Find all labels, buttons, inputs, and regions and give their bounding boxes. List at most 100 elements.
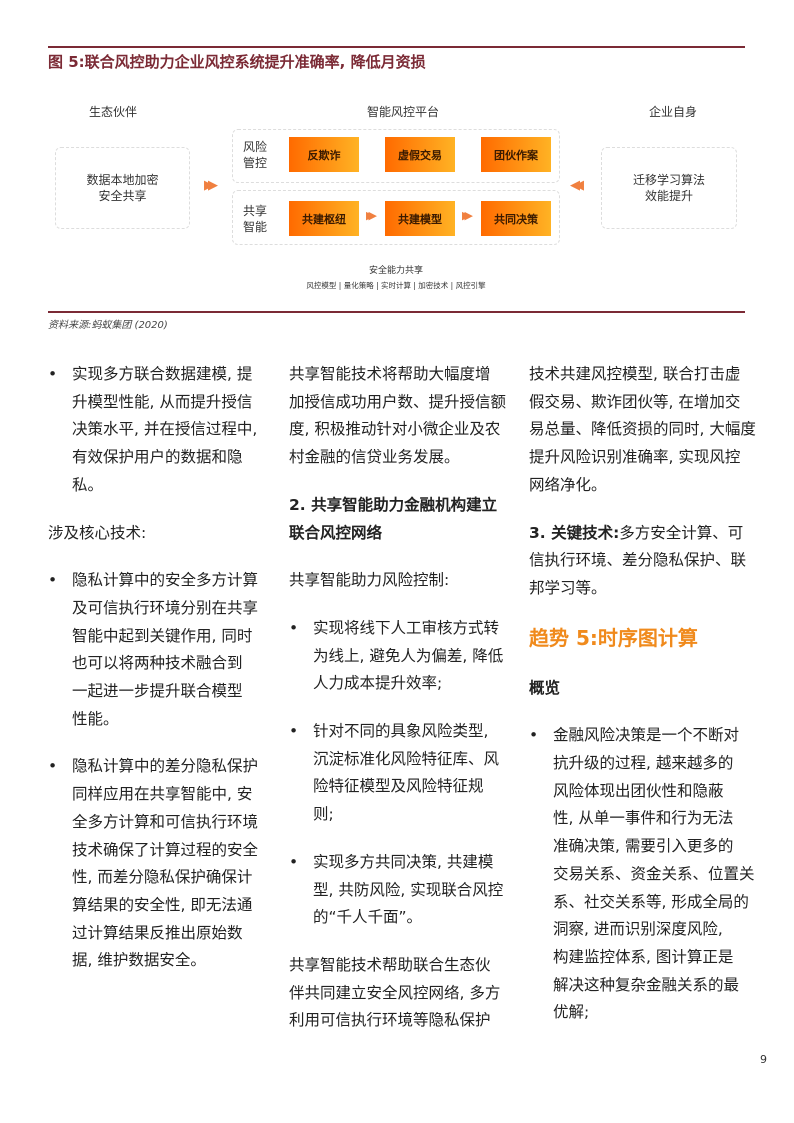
text-line: 隐私计算中的安全多方计算 xyxy=(72,571,259,590)
text-line: 性, 而差分隐私保护确保计 xyxy=(72,868,253,887)
text-line: 沉淀标准化风险特征库、风 xyxy=(313,749,500,768)
double-arrow-right-icon: ▶▶ xyxy=(366,209,377,222)
text-line: 优解; xyxy=(553,1003,590,1022)
text-line: 人力成本提升效率; xyxy=(313,674,443,693)
text-line: 共享智能助力风险控制: xyxy=(289,571,450,590)
text-line: 趋势 5:时序图计算 xyxy=(529,625,698,650)
text-line: 洞察, 进而识别深度风险, xyxy=(553,920,723,939)
section-title: 趋势 5:时序图计算 xyxy=(529,623,749,653)
text-line: 网络净化。 xyxy=(529,475,607,494)
text-line: 性能。 xyxy=(72,709,119,728)
risk-row-label-line: 风险 xyxy=(243,140,268,154)
paragraph: 共享智能技术将帮助大幅度增加授信成功用户数、提升授信额度, 积极推动针对小微企业… xyxy=(289,361,509,472)
top-rule xyxy=(48,46,745,48)
text-line: 村金融的信贷业务发展。 xyxy=(289,448,460,467)
text-line: 实现将线下人工审核方式转 xyxy=(313,618,500,637)
text-line: 型, 共防风险, 实现联合风控 xyxy=(313,880,504,899)
text-line: 及可信执行环境分别在共享 xyxy=(72,598,259,617)
text-line: 则; xyxy=(313,805,334,824)
text-line: 隐私计算中的差分隐私保护 xyxy=(72,757,259,776)
paragraph: 共享智能助力风险控制: xyxy=(289,567,509,595)
text-line: 涉及核心技术: xyxy=(48,523,147,542)
text-line: 技术确保了计算过程的安全 xyxy=(72,840,259,859)
double-arrow-left-icon: ◀◀ xyxy=(570,178,584,193)
text-line: 系、社交关系等, 形成全局的 xyxy=(553,892,749,911)
text-line: 技术共建风控模型, 联合打击虚 xyxy=(529,365,741,383)
risk-item-gang-crime: 团伙作案 xyxy=(481,137,551,172)
risk-item-fake-trade: 虚假交易 xyxy=(385,137,455,172)
platform-label: 智能风控平台 xyxy=(366,105,440,119)
text-line: 金融风险决策是一个不断对 xyxy=(553,726,740,745)
text-line: 为线上, 避免人为偏差, 降低 xyxy=(313,646,504,665)
section-heading: 概览 xyxy=(529,675,749,703)
paragraph: 3. 关键技术:多方安全计算、可信执行环境、差分隐私保护、联邦学习等。 xyxy=(529,520,749,603)
text-line: 抗升级的过程, 越来越多的 xyxy=(553,754,734,773)
text-line: 构建监控体系, 图计算正是 xyxy=(553,947,734,966)
paragraph: 技术共建风控模型, 联合打击虚假交易、欺诈团伙等, 在增加交易总量、降低资损的同… xyxy=(529,361,756,500)
text-line: 加授信成功用户数、提升授信额 xyxy=(289,392,507,411)
text-line: 假交易、欺诈团伙等, 在增加交 xyxy=(529,392,741,411)
partner-box-line: 安全共享 xyxy=(98,189,147,203)
text-column-3: 技术共建风控模型, 联合打击虚假交易、欺诈团伙等, 在增加交易总量、降低资损的同… xyxy=(529,361,756,1047)
bottom-rule xyxy=(48,311,745,313)
text-line: 3. 关键技术:多方安全计算、可 xyxy=(529,520,749,548)
text-line: 共享智能技术帮助联合生态伙 xyxy=(289,955,491,974)
double-arrow-right-icon: ▶▶ xyxy=(204,178,218,193)
share-row-label-line: 共享 xyxy=(243,204,268,218)
paragraph: 共享智能技术帮助联合生态伙伴共同建立安全风控网络, 多方利用可信执行环境等隐私保… xyxy=(289,952,509,1035)
text-line: 过计算结果反推出原始数 xyxy=(72,923,243,942)
text-line: 全多方计算和可信执行环境 xyxy=(72,812,259,831)
capability-items: 风控模型 | 量化策略 | 实时计算 | 加密技术 | 风控引擎 xyxy=(306,281,486,290)
text-line: 险特征模型及风险特征规 xyxy=(313,777,484,796)
share-row-label: 共享智能 xyxy=(243,203,267,235)
section-heading: 2. 共享智能助力金融机构建立联合风控网络 xyxy=(289,492,509,547)
shared-intelligence-row xyxy=(232,190,560,245)
risk-item-anti-fraud: 反欺诈 xyxy=(289,137,359,172)
text-line: 联合风控网络 xyxy=(289,523,383,542)
text-line: 升模型性能, 从而提升授信 xyxy=(72,392,253,411)
text-line: 解决这种复杂金融关系的最 xyxy=(553,975,740,994)
text-line: 的“千人千面”。 xyxy=(313,908,423,927)
share-item-model: 共建模型 xyxy=(385,201,455,236)
text-line: 准确决策, 需要引入更多的 xyxy=(553,837,734,856)
enterprise-box-line: 迁移学习算法 xyxy=(632,173,705,187)
text-line: 性, 从单一事件和行为无法 xyxy=(553,809,734,828)
page-number: 9 xyxy=(760,1053,767,1066)
double-arrow-right-icon: ▶▶ xyxy=(462,209,473,222)
text-line: 风险体现出团伙性和隐蔽 xyxy=(553,781,724,800)
enterprise-box-line: 效能提升 xyxy=(644,189,693,203)
text-line: 交易关系、资金关系、位置关 xyxy=(553,864,755,883)
share-row-label-line: 智能 xyxy=(243,220,268,234)
text-line: 信执行环境、差分隐私保护、联 xyxy=(529,551,747,570)
enterprise-label: 企业自身 xyxy=(648,105,698,119)
figure-source: 资料来源:蚂蚁集团 (2020) xyxy=(48,320,168,331)
text-line: 算结果的安全性, 即无法通 xyxy=(72,895,253,914)
risk-row-label: 风险管控 xyxy=(243,139,267,171)
text-line-rest: 多方安全计算、可 xyxy=(619,523,744,542)
text-line: 提升风险识别准确率, 实现风控 xyxy=(529,448,741,467)
text-line: 决策水平, 并在授信过程中, xyxy=(72,420,258,439)
text-line: 度, 积极推动针对小微企业及农 xyxy=(289,420,501,439)
paragraph: 涉及核心技术: xyxy=(48,520,268,548)
text-line: 一起进一步提升联合模型 xyxy=(72,682,243,701)
text-line: 同样应用在共享智能中, 安 xyxy=(72,785,253,804)
text-line: 易总量、降低资损的同时, 大幅度 xyxy=(529,420,756,439)
text-line: 伴共同建立安全风控网络, 多方 xyxy=(289,983,501,1002)
share-item-decision: 共同决策 xyxy=(481,201,551,236)
text-line: 据, 维护数据安全。 xyxy=(72,951,206,970)
partner-box: 数据本地加密安全共享 xyxy=(55,147,190,229)
bold-lead: 3. 关键技术: xyxy=(529,523,620,542)
text-line: 利用可信执行环境等隐私保护 xyxy=(289,1011,491,1030)
text-line: 有效保护用户的数据和隐 xyxy=(72,448,243,467)
text-line: 邦学习等。 xyxy=(529,578,607,597)
text-column-2: 共享智能技术将帮助大幅度增加授信成功用户数、提升授信额度, 积极推动针对小微企业… xyxy=(289,361,509,1055)
figure-title: 图 5:联合风控助力企业风控系统提升准确率, 降低月资损 xyxy=(48,53,426,71)
enterprise-box: 迁移学习算法效能提升 xyxy=(601,147,737,229)
